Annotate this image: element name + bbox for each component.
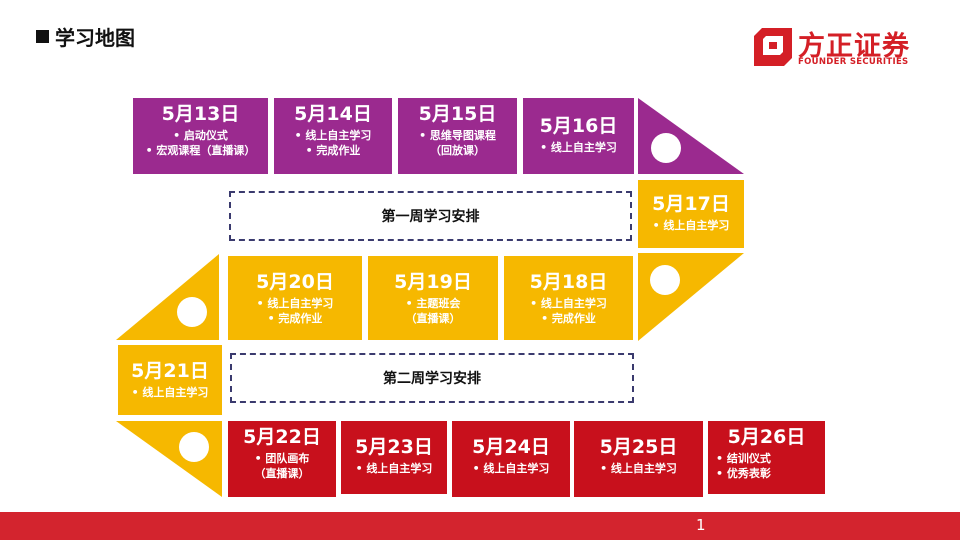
- day-card-5-16: 5月16日 • 线上自主学习: [523, 98, 634, 174]
- day-item: • 线上自主学习: [652, 219, 730, 232]
- logo-name-cn: 方正证券: [798, 31, 910, 62]
- day-card-5-22: 5月22日 • 团队画布 （直播课）: [228, 421, 336, 497]
- day-item: • 线上自主学习: [530, 297, 607, 310]
- day-card-5-25: 5月25日 • 线上自主学习: [574, 421, 703, 497]
- page-title-text: 学习地图: [55, 26, 135, 50]
- day-card-5-17: 5月17日 • 线上自主学习: [638, 180, 744, 248]
- turn-triangle-yellow-left: [116, 254, 219, 340]
- week-2-label: 第二周学习安排: [230, 353, 634, 403]
- turn-triangle-red: [116, 421, 222, 497]
- day-item: • 宏观课程（直播课）: [145, 144, 256, 157]
- day-card-5-20: 5月20日 • 线上自主学习 • 完成作业: [228, 256, 362, 340]
- day-item: • 线上自主学习: [131, 386, 209, 399]
- day-item: • 线上自主学习: [472, 462, 550, 475]
- day-date: 5月21日: [131, 360, 209, 382]
- turn-triangle-purple: [638, 98, 744, 174]
- day-card-5-21: 5月21日 • 线上自主学习: [118, 345, 222, 415]
- day-date: 5月18日: [529, 271, 608, 293]
- founder-logo-icon: [754, 28, 792, 66]
- day-date: 5月17日: [652, 193, 730, 215]
- day-date: 5月22日: [243, 426, 321, 448]
- day-date: 5月14日: [294, 103, 372, 125]
- day-item: • 结训仪式: [716, 452, 771, 465]
- day-item: （直播课）: [254, 467, 310, 480]
- day-date: 5月15日: [418, 103, 497, 125]
- day-item: • 线上自主学习: [294, 129, 372, 142]
- day-date: 5月25日: [599, 436, 678, 458]
- day-item: （回放课）: [430, 144, 485, 157]
- day-item: • 主题班会: [405, 297, 461, 310]
- day-item: • 优秀表彰: [716, 467, 771, 480]
- circle-marker-icon: [651, 133, 681, 163]
- day-item: • 完成作业: [267, 312, 323, 325]
- circle-marker-icon: [177, 297, 207, 327]
- day-item: • 线上自主学习: [600, 462, 677, 475]
- day-item: • 线上自主学习: [355, 462, 433, 475]
- day-date: 5月19日: [394, 271, 472, 293]
- day-item: • 团队画布: [254, 452, 310, 465]
- day-item: （直播课）: [405, 312, 461, 325]
- day-card-5-23: 5月23日 • 线上自主学习: [341, 421, 447, 494]
- circle-marker-icon: [179, 432, 209, 462]
- day-item: • 启动仪式: [173, 129, 228, 142]
- day-item: • 完成作业: [541, 312, 596, 325]
- page-title: 学习地图: [36, 22, 135, 51]
- page-number: 1: [696, 516, 706, 534]
- turn-triangle-yellow-right: [638, 253, 744, 341]
- day-item: • 线上自主学习: [540, 141, 617, 154]
- day-card-5-15: 5月15日 • 思维导图课程 （回放课）: [398, 98, 517, 174]
- day-date: 5月13日: [161, 103, 240, 125]
- square-bullet-icon: [36, 30, 49, 43]
- day-card-5-26: 5月26日 • 结训仪式 • 优秀表彰: [708, 421, 825, 494]
- day-item: • 思维导图课程: [419, 129, 496, 142]
- circle-marker-icon: [650, 265, 680, 295]
- day-card-5-14: 5月14日 • 线上自主学习 • 完成作业: [274, 98, 392, 174]
- company-logo: 方正证券 FOUNDER SECURITIES: [754, 24, 924, 70]
- day-date: 5月16日: [539, 115, 618, 137]
- day-date: 5月23日: [355, 436, 433, 458]
- logo-name-en: FOUNDER SECURITIES: [798, 57, 909, 67]
- day-date: 5月24日: [472, 436, 550, 458]
- day-card-5-13: 5月13日 • 启动仪式 • 宏观课程（直播课）: [133, 98, 268, 174]
- day-date: 5月26日: [727, 426, 806, 448]
- day-date: 5月20日: [256, 271, 334, 293]
- footer-bar: 1: [0, 512, 960, 540]
- day-item: • 线上自主学习: [256, 297, 334, 310]
- day-card-5-24: 5月24日 • 线上自主学习: [452, 421, 570, 497]
- day-item: • 完成作业: [305, 144, 361, 157]
- week-1-label: 第一周学习安排: [229, 191, 632, 241]
- day-card-5-19: 5月19日 • 主题班会 （直播课）: [368, 256, 498, 340]
- day-card-5-18: 5月18日 • 线上自主学习 • 完成作业: [504, 256, 633, 340]
